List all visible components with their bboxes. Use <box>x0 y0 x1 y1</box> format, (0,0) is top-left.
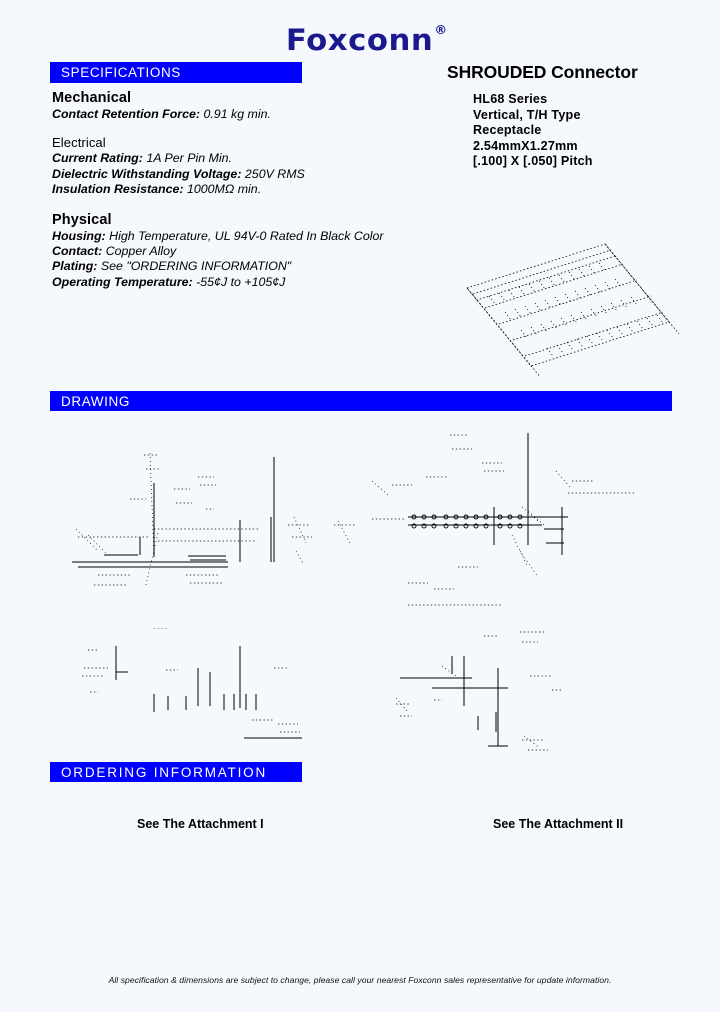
spec-value: 250V RMS <box>244 166 305 181</box>
spec-group-heading-physical: Physical <box>52 211 112 228</box>
spacer <box>52 122 442 135</box>
spec-label: Contact Retention Force: <box>52 107 201 121</box>
product-detail-form: Receptacle <box>473 123 542 138</box>
product-detail-type: Vertical, T/H Type <box>473 107 581 122</box>
spec-value: 1A Per Pin Min. <box>146 151 232 166</box>
spec-label: Housing: <box>52 228 106 243</box>
spec-value: High Temperature, UL 94V-0 Rated In Blac… <box>109 228 384 243</box>
spec-value: 0.91 kg min. <box>203 107 271 121</box>
spec-label: Dielectric Withstanding Voltage: <box>52 166 242 181</box>
spec-item-contact-retention-force: Contact Retention Force: 0.91 kg min. <box>52 107 442 122</box>
attachment-reference-1: See The Attachment I <box>137 817 264 831</box>
section-header-drawing-label: DRAWING <box>61 393 130 409</box>
spec-item-housing: Housing: High Temperature, UL 94V-0 Rate… <box>52 229 442 244</box>
technical-drawing-front-view <box>58 628 368 758</box>
spec-value: See "ORDERING INFORMATION" <box>100 259 292 274</box>
section-header-specifications-label: SPECIFICATIONS <box>61 65 181 80</box>
logo-text: Foxconn <box>286 23 434 57</box>
spec-value: -55¢J to +105¢J <box>196 274 286 289</box>
spec-label: Contact: <box>52 244 103 259</box>
brand-logo: Foxconn® <box>0 23 720 57</box>
spec-item-plating: Plating: See "ORDERING INFORMATION" <box>52 259 442 274</box>
spec-item-current-rating: Current Rating: 1A Per Pin Min. <box>52 151 442 166</box>
footer-disclaimer: All specification & dimensions are subje… <box>108 975 612 985</box>
spec-label: Plating: <box>52 259 98 274</box>
spec-group-heading-electrical: Electrical <box>52 135 106 151</box>
section-header-specifications: SPECIFICATIONS <box>50 62 302 83</box>
product-detail-pitch-imperial: [.100] X [.050] Pitch <box>473 154 593 169</box>
spec-item-operating-temperature: Operating Temperature: -55¢J to +105¢J <box>52 275 442 290</box>
spec-item-contact: Contact: Copper Alloy <box>52 244 442 259</box>
section-header-ordering-information-label: ORDERING INFORMATION <box>61 764 267 780</box>
product-detail-series: HL68 Series <box>473 92 548 106</box>
spec-value: 1000MΩ min. <box>186 182 262 197</box>
technical-drawing-side-view <box>58 425 368 630</box>
spec-group-heading-mechanical: Mechanical <box>52 90 132 106</box>
spacer <box>52 198 442 212</box>
specifications-body: Mechanical Contact Retention Force: 0.91… <box>52 90 442 290</box>
spec-label: Current Rating: <box>52 151 143 166</box>
product-detail-pitch-metric: 2.54mmX1.27mm <box>473 138 578 153</box>
foxconn-wordmark: Foxconn® <box>286 23 447 57</box>
spec-label: Operating Temperature: <box>52 274 193 289</box>
section-header-drawing: DRAWING <box>50 391 672 411</box>
connector-isometric-illustration <box>455 236 680 376</box>
registered-trademark-icon: ® <box>434 23 448 37</box>
product-details: HL68 Series Vertical, T/H Type Receptacl… <box>473 92 702 170</box>
product-title-block: SHROUDED Connector HL68 Series Vertical,… <box>447 62 702 170</box>
spec-item-insulation-resistance: Insulation Resistance: 1000MΩ min. <box>52 182 442 197</box>
technical-drawing-detail-view <box>372 628 672 758</box>
spec-value: Copper Alloy <box>105 244 177 259</box>
technical-drawing-pin-footprint <box>372 425 682 630</box>
section-header-ordering-information: ORDERING INFORMATION <box>50 762 302 782</box>
spec-item-dielectric-withstanding-voltage: Dielectric Withstanding Voltage: 250V RM… <box>52 167 442 182</box>
attachment-reference-2: See The Attachment II <box>493 817 624 831</box>
spec-label: Insulation Resistance: <box>52 182 184 197</box>
product-title: SHROUDED Connector <box>447 62 638 82</box>
